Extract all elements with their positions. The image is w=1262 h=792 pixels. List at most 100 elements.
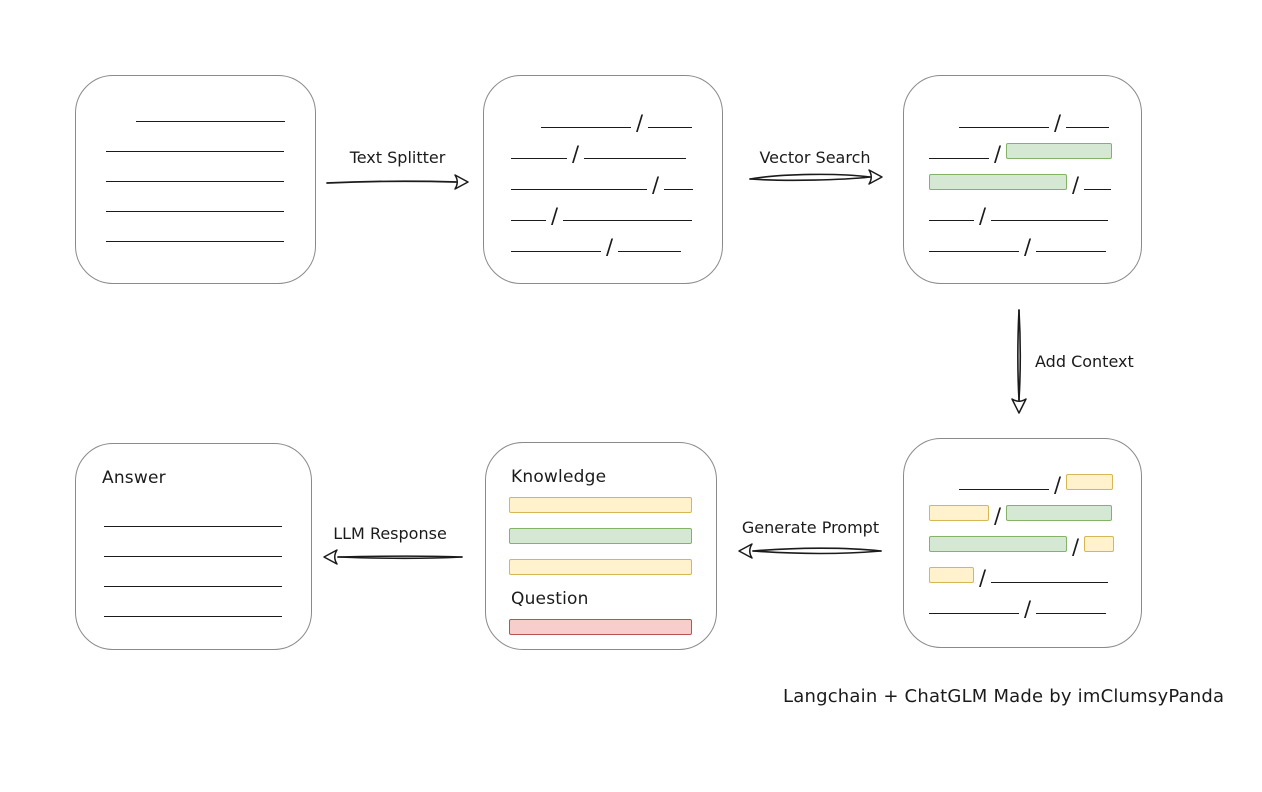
llm-response-arrow-icon: [323, 549, 463, 565]
chip-green-highlight: [1006, 505, 1113, 521]
chip-green-highlight: [929, 536, 1067, 552]
text-line: [959, 127, 1049, 128]
text-line: [648, 127, 693, 128]
context-added-lines: / / / / /: [929, 459, 1141, 621]
slash-separator: /: [1054, 473, 1062, 497]
prompt-box: Knowledge Question: [485, 442, 717, 650]
text-line: [106, 151, 284, 152]
text-line: [1084, 189, 1112, 190]
chip-yellow-highlight: [1066, 474, 1114, 490]
text-row: /: [929, 490, 1141, 528]
question-label: Question: [511, 589, 589, 609]
chip-yellow-highlight: [929, 567, 974, 583]
document-lines: [106, 92, 315, 242]
generate-prompt-label: Generate Prompt: [741, 518, 880, 537]
text-row: /: [511, 221, 722, 259]
vector-search-result-box: / / / / /: [903, 75, 1142, 284]
text-line: [106, 241, 284, 242]
add-context-arrow-icon: [1011, 309, 1027, 414]
text-row: /: [511, 190, 722, 228]
text-line: [1066, 127, 1110, 128]
text-line: [1036, 251, 1107, 252]
chip-green-highlight-bar: [509, 528, 692, 544]
text-line: [511, 220, 546, 221]
text-row: /: [929, 459, 1141, 497]
text-row: [106, 182, 315, 212]
text-row: [104, 497, 311, 527]
answer-lines: [104, 497, 311, 617]
text-splitter-arrow-icon: [326, 174, 469, 190]
text-line: [104, 616, 282, 617]
context-added-box: / / / / /: [903, 438, 1142, 648]
text-line: [929, 251, 1019, 252]
text-row: /: [929, 97, 1141, 135]
question-bars: [509, 619, 716, 635]
text-row: /: [929, 221, 1141, 259]
llm-response-label: LLM Response: [333, 524, 447, 543]
text-line: [664, 189, 694, 190]
text-line: [106, 211, 284, 212]
text-row: /: [511, 159, 722, 197]
slash-separator: /: [994, 504, 1002, 528]
slash-separator: /: [606, 235, 614, 259]
slash-separator: /: [994, 142, 1002, 166]
text-row: /: [929, 552, 1141, 590]
text-line: [106, 181, 284, 182]
chip-yellow-highlight: [929, 505, 989, 521]
slash-separator: /: [1024, 235, 1032, 259]
knowledge-label: Knowledge: [511, 467, 607, 487]
slash-separator: /: [1054, 111, 1062, 135]
text-row: [104, 557, 311, 587]
text-row: [106, 152, 315, 182]
slash-separator: /: [572, 142, 580, 166]
chip-yellow-highlight-bar: [509, 497, 692, 513]
text-row: [104, 587, 311, 617]
text-line: [929, 220, 974, 221]
text-line: [929, 158, 989, 159]
split-text-lines: / / / / /: [511, 97, 722, 259]
slash-separator: /: [979, 566, 987, 590]
generate-prompt-arrow-icon: [738, 543, 882, 559]
text-row: /: [929, 583, 1141, 621]
chip-yellow-highlight-bar: [509, 559, 692, 575]
text-row: [106, 92, 315, 122]
text-line: [991, 582, 1109, 583]
slash-separator: /: [1024, 597, 1032, 621]
slash-separator: /: [636, 111, 644, 135]
text-line: [104, 526, 282, 527]
text-line: [1036, 613, 1107, 614]
text-line: [618, 251, 682, 252]
slash-separator: /: [551, 204, 559, 228]
text-line: [511, 189, 647, 190]
text-row: [106, 212, 315, 242]
slash-separator: /: [1072, 535, 1080, 559]
text-line: [584, 158, 687, 159]
text-line: [563, 220, 693, 221]
text-row: [104, 527, 311, 557]
slash-separator: /: [979, 204, 987, 228]
slash-separator: /: [1072, 173, 1080, 197]
slash-separator: /: [652, 173, 660, 197]
vector-matched-lines: / / / / /: [929, 97, 1141, 259]
text-splitter-label: Text Splitter: [349, 148, 446, 167]
text-line: [929, 613, 1019, 614]
text-line: [511, 251, 601, 252]
text-line: [104, 586, 282, 587]
add-context-label: Add Context: [1035, 352, 1134, 371]
text-line: [541, 127, 631, 128]
diagram-caption: Langchain + ChatGLM Made by imClumsyPand…: [783, 686, 1225, 707]
answer-box: Answer: [75, 443, 312, 650]
text-line: [511, 158, 567, 159]
split-text-box: / / / / /: [483, 75, 723, 284]
chip-green-highlight: [1006, 143, 1113, 159]
chip-green-highlight: [929, 174, 1067, 190]
text-row: /: [929, 190, 1141, 228]
answer-label: Answer: [102, 468, 166, 488]
text-row: /: [511, 97, 722, 135]
text-line: [104, 556, 282, 557]
text-line: [991, 220, 1109, 221]
text-row: [106, 122, 315, 152]
document-box: [75, 75, 316, 284]
knowledge-bars: [509, 497, 716, 575]
